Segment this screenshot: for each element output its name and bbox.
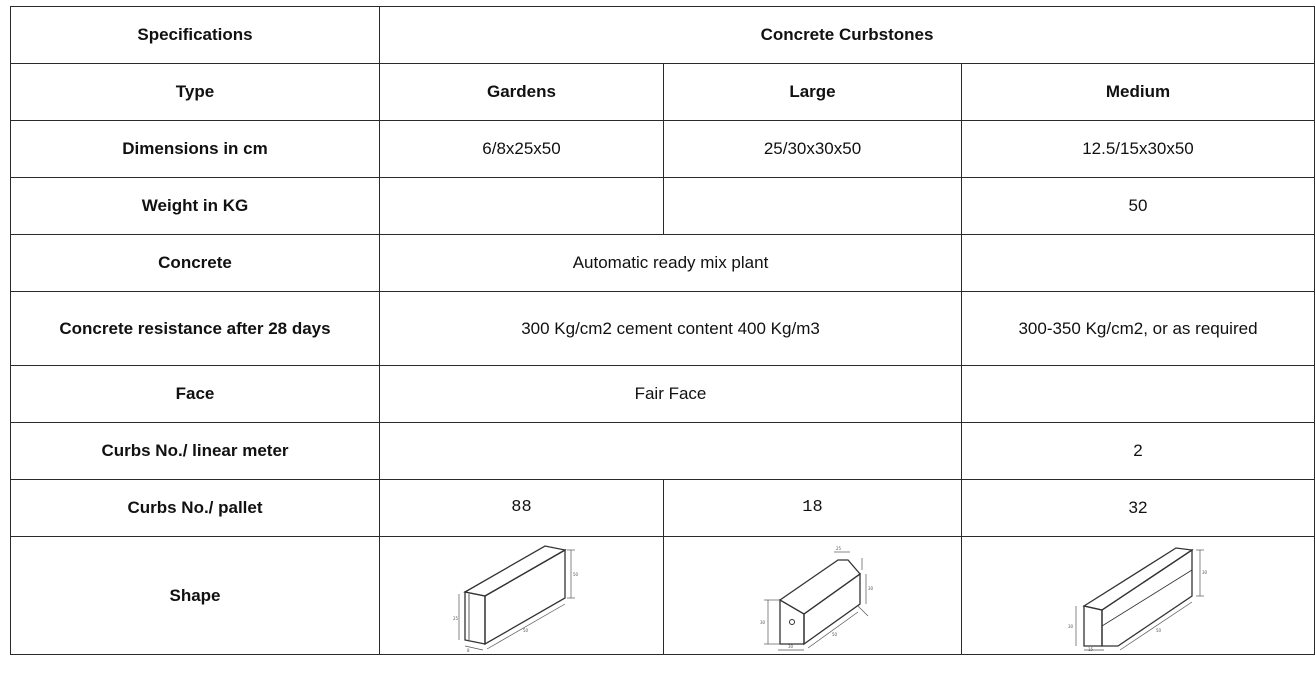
specifications-table: Specifications Concrete Curbstones Type … (10, 6, 1315, 655)
dimensions-large: 25/30x30x50 (663, 120, 962, 178)
face-gardens-large: Fair Face (379, 365, 962, 423)
gardens-curbstone-icon: 50 25 50 8 (453, 544, 579, 652)
weight-label: Weight in KG (10, 177, 380, 235)
weight-medium: 50 (961, 177, 1315, 235)
dimensions-medium: 12.5/15x30x50 (961, 120, 1315, 178)
weight-row: Weight in KG 50 (10, 177, 1315, 235)
svg-text:30: 30 (868, 586, 874, 591)
shape-medium-cell: 30 30 15 50 (961, 536, 1315, 655)
weight-gardens (379, 177, 664, 235)
linear-meter-row: Curbs No./ linear meter 2 (10, 422, 1315, 480)
type-row: Type Gardens Large Medium (10, 63, 1315, 121)
dimensions-gardens: 6/8x25x50 (379, 120, 664, 178)
svg-text:50: 50 (1156, 628, 1162, 633)
face-medium (961, 365, 1315, 423)
concrete-label: Concrete (10, 234, 380, 292)
shape-gardens-cell: 50 25 50 8 (379, 536, 664, 655)
svg-text:30: 30 (760, 620, 766, 625)
medium-curbstone-icon: 30 30 15 50 (1068, 546, 1208, 652)
svg-text:15: 15 (1088, 647, 1094, 652)
product-header: Concrete Curbstones (379, 6, 1315, 64)
type-label: Type (10, 63, 380, 121)
type-medium: Medium (961, 63, 1315, 121)
svg-text:25: 25 (836, 546, 842, 551)
dimensions-label: Dimensions in cm (10, 120, 380, 178)
svg-text:50: 50 (523, 628, 529, 633)
svg-text:30: 30 (1202, 570, 1208, 575)
type-gardens: Gardens (379, 63, 664, 121)
linear-meter-gardens-large (379, 422, 962, 480)
svg-text:50: 50 (832, 632, 838, 637)
resistance-gardens-large: 300 Kg/cm2 cement content 400 Kg/m3 (379, 291, 962, 366)
dimensions-row: Dimensions in cm 6/8x25x50 25/30x30x50 1… (10, 120, 1315, 178)
header-row: Specifications Concrete Curbstones (10, 6, 1315, 64)
resistance-row: Concrete resistance after 28 days 300 Kg… (10, 291, 1315, 366)
pallet-gardens: 88 (379, 479, 664, 537)
svg-text:8: 8 (467, 648, 470, 652)
pallet-large: 18 (663, 479, 962, 537)
pallet-medium: 32 (961, 479, 1315, 537)
large-curbstone-icon: 30 25 30 30 50 (760, 546, 874, 650)
svg-text:30: 30 (788, 644, 794, 649)
pallet-row: Curbs No./ pallet 88 18 32 (10, 479, 1315, 537)
svg-text:25: 25 (453, 616, 459, 621)
svg-text:50: 50 (573, 572, 579, 577)
shape-row: Shape 50 25 (10, 536, 1315, 655)
resistance-medium: 300-350 Kg/cm2, or as required (961, 291, 1315, 366)
face-row: Face Fair Face (10, 365, 1315, 423)
weight-large (663, 177, 962, 235)
concrete-medium (961, 234, 1315, 292)
linear-meter-label: Curbs No./ linear meter (10, 422, 380, 480)
type-large: Large (663, 63, 962, 121)
specifications-header: Specifications (10, 6, 380, 64)
svg-text:30: 30 (1068, 624, 1074, 629)
linear-meter-medium: 2 (961, 422, 1315, 480)
shape-label: Shape (10, 536, 380, 655)
face-label: Face (10, 365, 380, 423)
concrete-gardens-large: Automatic ready mix plant (379, 234, 962, 292)
shape-large-cell: 30 25 30 30 50 (663, 536, 962, 655)
concrete-row: Concrete Automatic ready mix plant (10, 234, 1315, 292)
pallet-label: Curbs No./ pallet (10, 479, 380, 537)
resistance-label: Concrete resistance after 28 days (10, 291, 380, 366)
